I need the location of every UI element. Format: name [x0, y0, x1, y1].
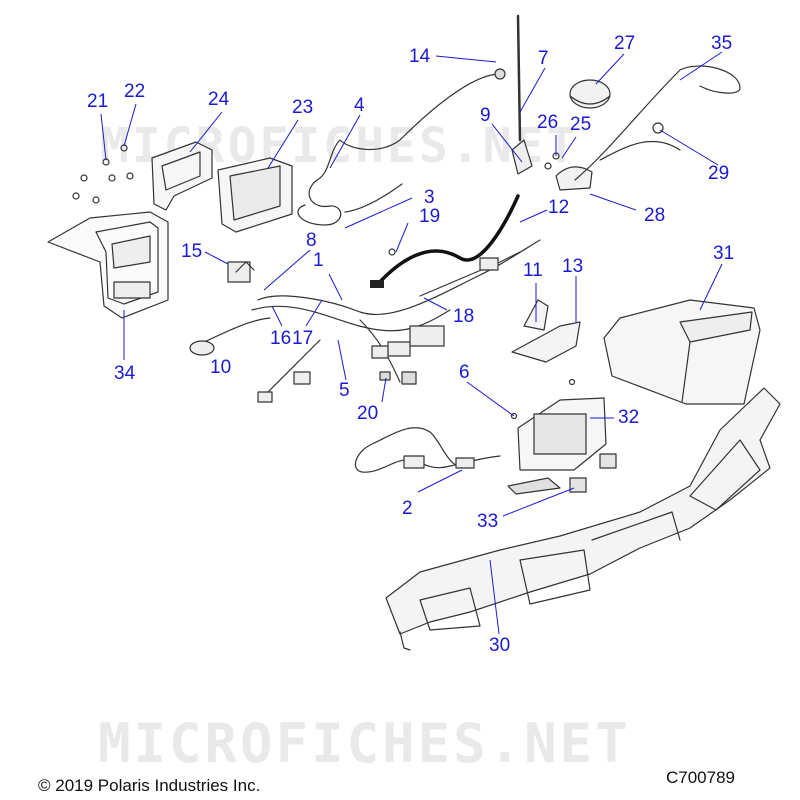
antenna-mast-part — [516, 14, 522, 142]
callout-13[interactable]: 13 — [562, 256, 584, 277]
callout-7[interactable]: 7 — [538, 48, 549, 69]
sensor-cable-part — [354, 427, 501, 473]
callout-8[interactable]: 8 — [306, 230, 317, 251]
callout-14[interactable]: 14 — [409, 46, 431, 67]
harness-clip-part — [379, 371, 391, 381]
leader-lines — [100, 51, 723, 635]
glove-box-part — [603, 299, 761, 405]
callout-29[interactable]: 29 — [708, 163, 730, 184]
callout-23[interactable]: 23 — [292, 97, 314, 118]
callout-6[interactable]: 6 — [459, 362, 470, 383]
watermark-bottom: MICROFICHES.NET — [98, 712, 631, 775]
callout-5[interactable]: 5 — [339, 380, 350, 401]
callout-16[interactable]: 16 — [270, 328, 292, 349]
switch-panel-part — [507, 397, 607, 495]
mount-bracket-part — [511, 321, 581, 363]
callout-27[interactable]: 27 — [614, 33, 636, 54]
callout-31[interactable]: 31 — [713, 243, 735, 264]
callout-9[interactable]: 9 — [480, 105, 491, 126]
callout-30[interactable]: 30 — [489, 635, 511, 656]
copyright-notice: © 2019 Polaris Industries Inc. — [38, 776, 261, 795]
grommet-part — [189, 340, 215, 356]
antenna-cable-part — [297, 73, 499, 226]
lead-cable-part — [344, 183, 403, 213]
callout-1[interactable]: 1 — [313, 250, 324, 271]
callout-28[interactable]: 28 — [644, 205, 666, 226]
callout-34[interactable]: 34 — [114, 363, 136, 384]
callout-20[interactable]: 20 — [357, 403, 379, 424]
callout-35[interactable]: 35 — [711, 33, 733, 54]
callout-18[interactable]: 18 — [453, 306, 475, 327]
callout-22[interactable]: 22 — [124, 81, 146, 102]
callout-10[interactable]: 10 — [210, 357, 232, 378]
callout-11[interactable]: 11 — [523, 260, 543, 281]
gps-cable-part — [574, 65, 741, 181]
display-unit-part — [217, 157, 293, 233]
callout-24[interactable]: 24 — [208, 89, 230, 110]
callout-32[interactable]: 32 — [618, 407, 640, 428]
power-cable-part — [376, 194, 520, 286]
callout-17[interactable]: 17 — [292, 328, 314, 349]
callout-25[interactable]: 25 — [570, 114, 592, 135]
instrument-bezel-part — [47, 211, 169, 319]
diagram-code: C700789 — [666, 768, 736, 787]
callout-3[interactable]: 3 — [424, 187, 435, 208]
dome-sensor-part — [569, 79, 611, 109]
callout-33[interactable]: 33 — [477, 511, 499, 532]
dash-panel-part — [385, 387, 781, 651]
callout-19[interactable]: 19 — [419, 206, 441, 227]
callout-4[interactable]: 4 — [354, 95, 365, 116]
callout-12[interactable]: 12 — [548, 197, 570, 218]
callout-15[interactable]: 15 — [181, 241, 203, 262]
callout-2[interactable]: 2 — [402, 498, 413, 519]
display-bracket-part — [151, 141, 213, 211]
antenna-mount-part — [555, 166, 593, 191]
switch-blank-part — [569, 477, 587, 493]
callout-21[interactable]: 21 — [87, 91, 109, 112]
callout-26[interactable]: 26 — [537, 112, 559, 133]
main-harness-part — [199, 239, 541, 403]
